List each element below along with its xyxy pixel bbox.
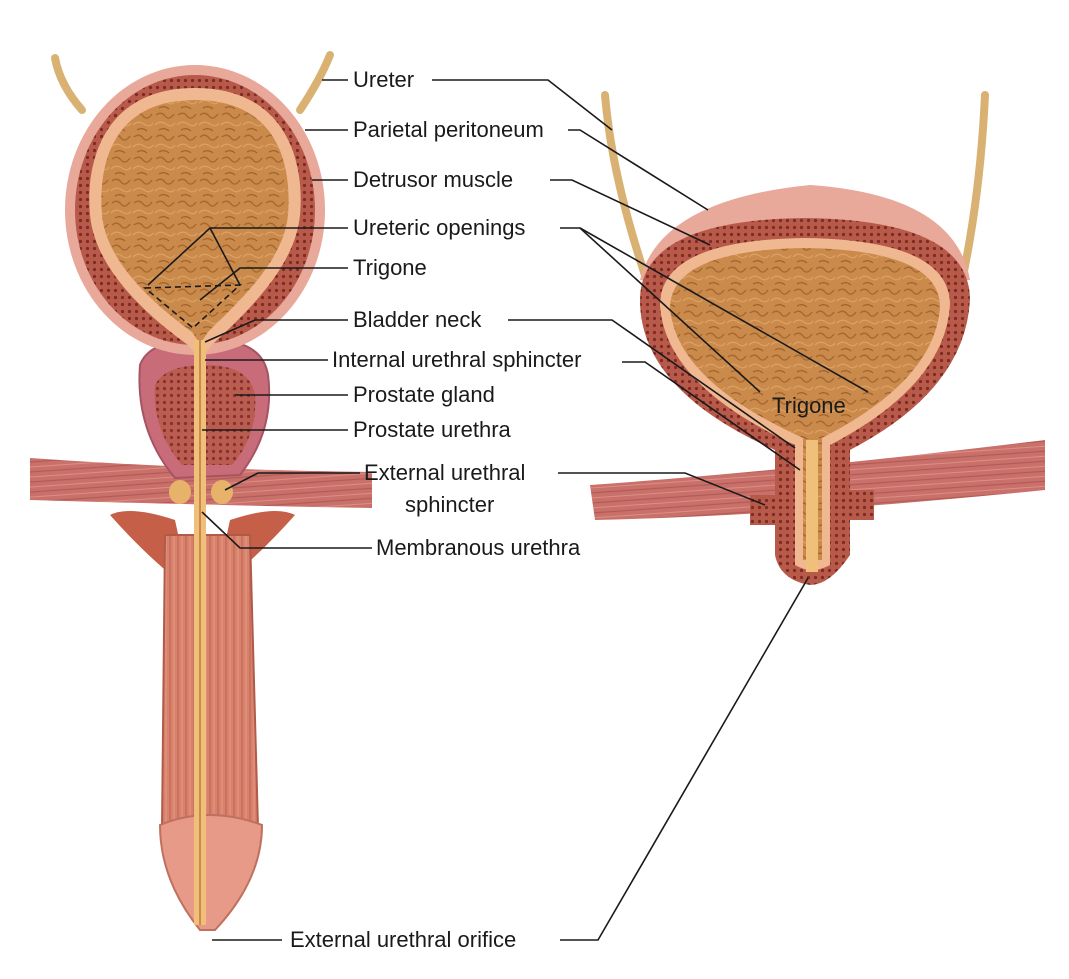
left-bladder-figure [30, 51, 372, 931]
leader-ureteric-right2 [579, 227, 869, 393]
leader-ext-sphincter-right [558, 472, 766, 506]
label-ureteric-openings: Ureteric openings [353, 215, 526, 240]
right-bladder-figure [590, 91, 1045, 585]
left-ext-sphincter-l [169, 480, 191, 504]
label-parietal-peritoneum: Parietal peritoneum [353, 117, 544, 142]
label-external-urethral-orifice: External urethral orifice [290, 927, 517, 952]
label-prostate-urethra: Prostate urethra [353, 417, 511, 442]
left-ureter-right [296, 51, 334, 114]
leader-ureter-right [432, 79, 613, 131]
leader-membranous [201, 511, 372, 549]
right-ureter-left [601, 91, 654, 294]
right-ext-sphincter-r [848, 490, 874, 520]
label-membranous-urethra: Membranous urethra [376, 535, 581, 560]
right-bladder-interior [670, 248, 940, 560]
leader-bladder-neck-right [508, 319, 796, 449]
leader-lines [147, 79, 869, 941]
label-trigone-right: Trigone [772, 393, 846, 418]
leader-ext-sphincter-left [224, 472, 360, 491]
leader-bladder-neck-left [204, 319, 348, 343]
leader-trigone-left [199, 267, 348, 301]
leader-internal-right [622, 361, 801, 471]
leader-orifice-right [560, 577, 809, 941]
left-ureter-left [51, 54, 86, 114]
label-trigone: Trigone [353, 255, 427, 280]
leader-ureteric-left2 [209, 227, 241, 286]
label-bladder-neck: Bladder neck [353, 307, 482, 332]
left-ext-sphincter-r [211, 480, 233, 504]
left-bladder-interior [101, 100, 289, 344]
label-ureter: Ureter [353, 67, 415, 92]
left-glans [158, 814, 264, 931]
leader-parietal-right [568, 129, 709, 211]
label-internal-urethral-sphincter: Internal urethral sphincter [332, 347, 582, 372]
label-prostate-gland: Prostate gland [353, 382, 495, 407]
label-external-urethral-sphincter-2: sphincter [405, 492, 495, 517]
leader-detrusor-right [550, 179, 711, 246]
label-detrusor-muscle: Detrusor muscle [353, 167, 514, 192]
left-penile-shaft [160, 534, 260, 829]
right-ext-sphincter-l [750, 495, 776, 525]
label-external-urethral-sphincter-1: External urethral [364, 460, 526, 485]
